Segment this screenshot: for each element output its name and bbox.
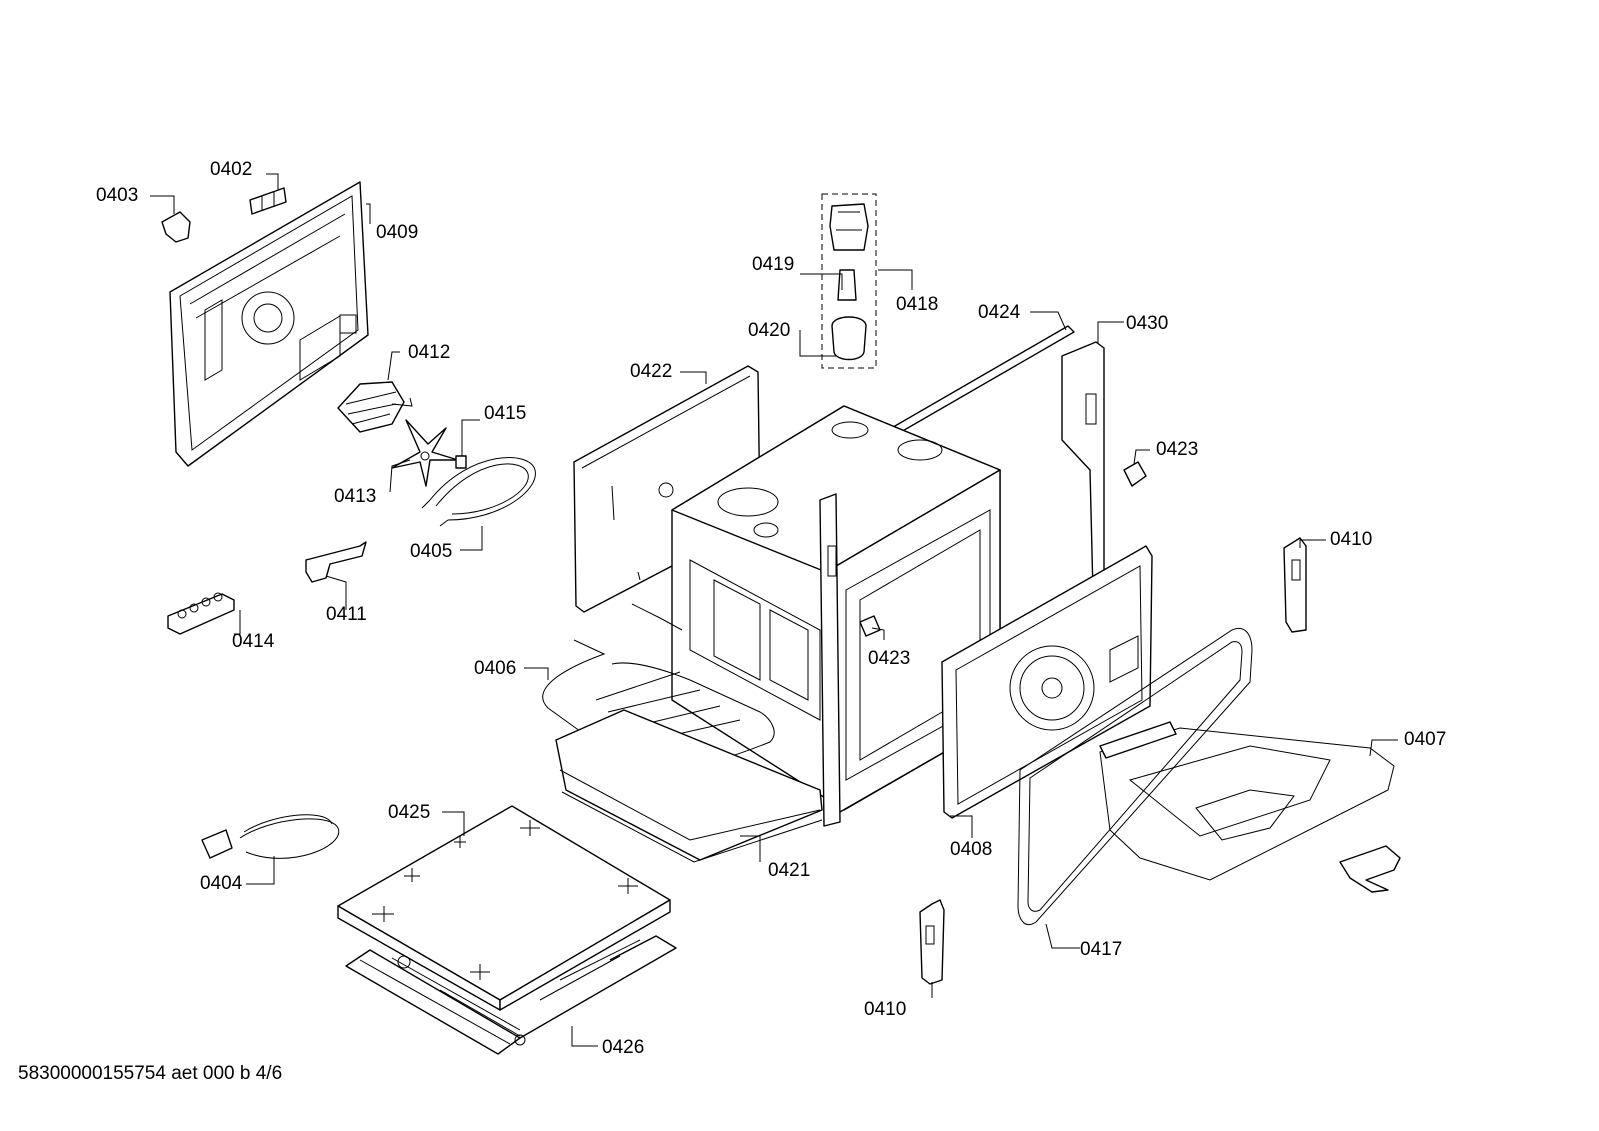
door-seal-0417: [1017, 628, 1253, 926]
leader-lines: [150, 173, 1398, 1047]
label-0414: 0414: [232, 631, 275, 652]
label-0407: 0407: [1404, 729, 1446, 750]
knob-0423-right: [1123, 461, 1147, 487]
base-plate-0426: [345, 935, 677, 1055]
label-0403: 0403: [96, 185, 138, 206]
cover-plate-0425: [337, 805, 671, 1011]
hinge-0410-bottom: [919, 899, 945, 985]
label-0425: 0425: [388, 802, 430, 823]
label-0412: 0412: [408, 342, 450, 363]
label-0426: 0426: [602, 1037, 644, 1058]
bracket-0403: [161, 211, 191, 243]
label-0402: 0402: [210, 159, 252, 180]
label-0424: 0424: [978, 302, 1021, 323]
label-0413: 0413: [334, 486, 376, 507]
lamp-assembly-0418: [821, 193, 877, 369]
label-0411: 0411: [326, 604, 367, 625]
document-code: 58300000155754 aet 000 b 4/6: [18, 1063, 283, 1084]
label-0410-right: 0410: [1330, 529, 1372, 550]
label-0405: 0405: [410, 541, 452, 562]
back-panel-0409: [169, 181, 369, 467]
label-0409: 0409: [376, 222, 418, 243]
label-0408: 0408: [950, 839, 992, 860]
label-0422: 0422: [630, 361, 672, 382]
label-0404: 0404: [200, 873, 243, 894]
fan-blade-0413: [391, 419, 459, 487]
ring-heater-0405: [421, 455, 536, 527]
bottom-insulation-0421: [555, 709, 823, 863]
bracket-0402: [249, 187, 287, 215]
label-0419: 0419: [752, 254, 794, 275]
label-0421: 0421: [768, 860, 810, 881]
label-0415: 0415: [484, 403, 526, 424]
label-0410-bottom: 0410: [864, 999, 906, 1020]
label-0406: 0406: [474, 658, 516, 679]
fan-cover-0408: [941, 545, 1153, 819]
label-0417: 0417: [1080, 939, 1122, 960]
knob-0423-center: [859, 615, 881, 637]
bracket-0407-small: [1339, 845, 1401, 893]
part-labels: 0402 0403 0409 0412 0415 0413 0405 0411 …: [96, 159, 1446, 1058]
label-0423-right: 0423: [1156, 439, 1198, 460]
terminal-block-0414: [167, 592, 235, 635]
label-0423-center: 0423: [868, 648, 910, 669]
hinge-0410-right: [1283, 537, 1307, 633]
label-0420: 0420: [748, 320, 790, 341]
label-0418: 0418: [896, 294, 938, 315]
sensor-bracket-0411: [305, 541, 367, 583]
grill-heater-0407: [1099, 721, 1395, 881]
label-0430: 0430: [1126, 313, 1168, 334]
fan-motor-0412: [337, 381, 413, 433]
power-cable-0404: [201, 814, 340, 859]
